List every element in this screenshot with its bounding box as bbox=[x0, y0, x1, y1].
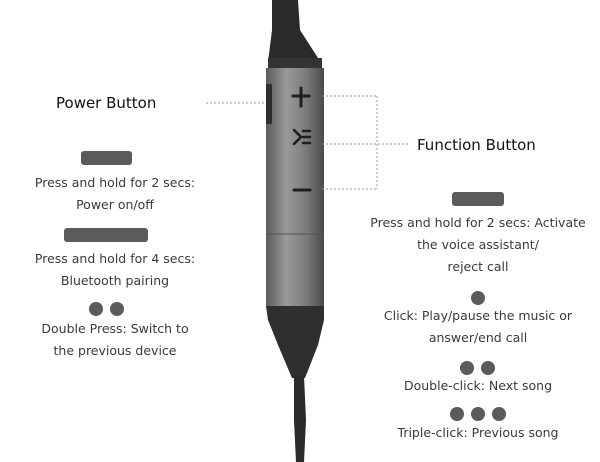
function-item-2-line-1: Click: Play/pause the music or bbox=[383, 308, 573, 323]
power-item-2: Press and hold for 4 secs: Bluetooth pai… bbox=[10, 248, 220, 292]
function-item-1: Press and hold for 2 secs: Activate the … bbox=[356, 212, 600, 278]
long-press-bar bbox=[452, 192, 504, 206]
power-item-1-line-2: Power on/off bbox=[76, 197, 154, 212]
cable-bottom bbox=[294, 376, 306, 462]
function-button-heading: Function Button bbox=[417, 136, 536, 154]
power-button-edge bbox=[266, 84, 272, 124]
function-icon bbox=[292, 128, 312, 146]
longer-press-bar bbox=[64, 228, 148, 242]
function-item-4-line-1: Triple-click: Previous song bbox=[397, 425, 559, 440]
power-item-2-line-1: Press and hold for 4 secs: bbox=[34, 251, 196, 266]
remote-body bbox=[266, 68, 324, 308]
power-item-3-line-2: the previous device bbox=[53, 343, 177, 358]
power-item-3-line-1: Double Press: Switch to bbox=[41, 321, 189, 336]
power-item-3: Double Press: Switch to the previous dev… bbox=[10, 318, 220, 362]
plus-icon bbox=[291, 86, 311, 108]
press-dot bbox=[471, 407, 485, 421]
press-dot bbox=[471, 291, 485, 305]
press-dot bbox=[450, 407, 464, 421]
long-press-bar bbox=[81, 151, 132, 165]
cable-top bbox=[268, 0, 322, 62]
function-item-1-line-3: reject call bbox=[447, 259, 509, 274]
press-dot bbox=[492, 407, 506, 421]
press-dot bbox=[89, 302, 103, 316]
remote-bottom-cap bbox=[266, 306, 324, 378]
power-item-2-line-2: Bluetooth pairing bbox=[60, 273, 170, 288]
function-item-1-line-1: Press and hold for 2 secs: Activate bbox=[370, 215, 586, 230]
press-dot bbox=[481, 361, 495, 375]
power-item-1-line-1: Press and hold for 2 secs: bbox=[34, 175, 196, 190]
function-item-2-line-2: answer/end call bbox=[428, 330, 528, 345]
press-dot bbox=[110, 302, 124, 316]
function-item-2: Click: Play/pause the music or answer/en… bbox=[356, 305, 600, 349]
function-item-4: Triple-click: Previous song bbox=[356, 422, 600, 444]
power-button-heading: Power Button bbox=[56, 94, 157, 112]
press-dot bbox=[460, 361, 474, 375]
function-item-3: Double-click: Next song bbox=[356, 375, 600, 397]
power-item-1: Press and hold for 2 secs: Power on/off bbox=[10, 172, 220, 216]
function-item-1-line-2: the voice assistant/ bbox=[417, 237, 539, 252]
function-item-3-line-1: Double-click: Next song bbox=[403, 378, 553, 393]
remote-top-cap bbox=[268, 58, 322, 70]
